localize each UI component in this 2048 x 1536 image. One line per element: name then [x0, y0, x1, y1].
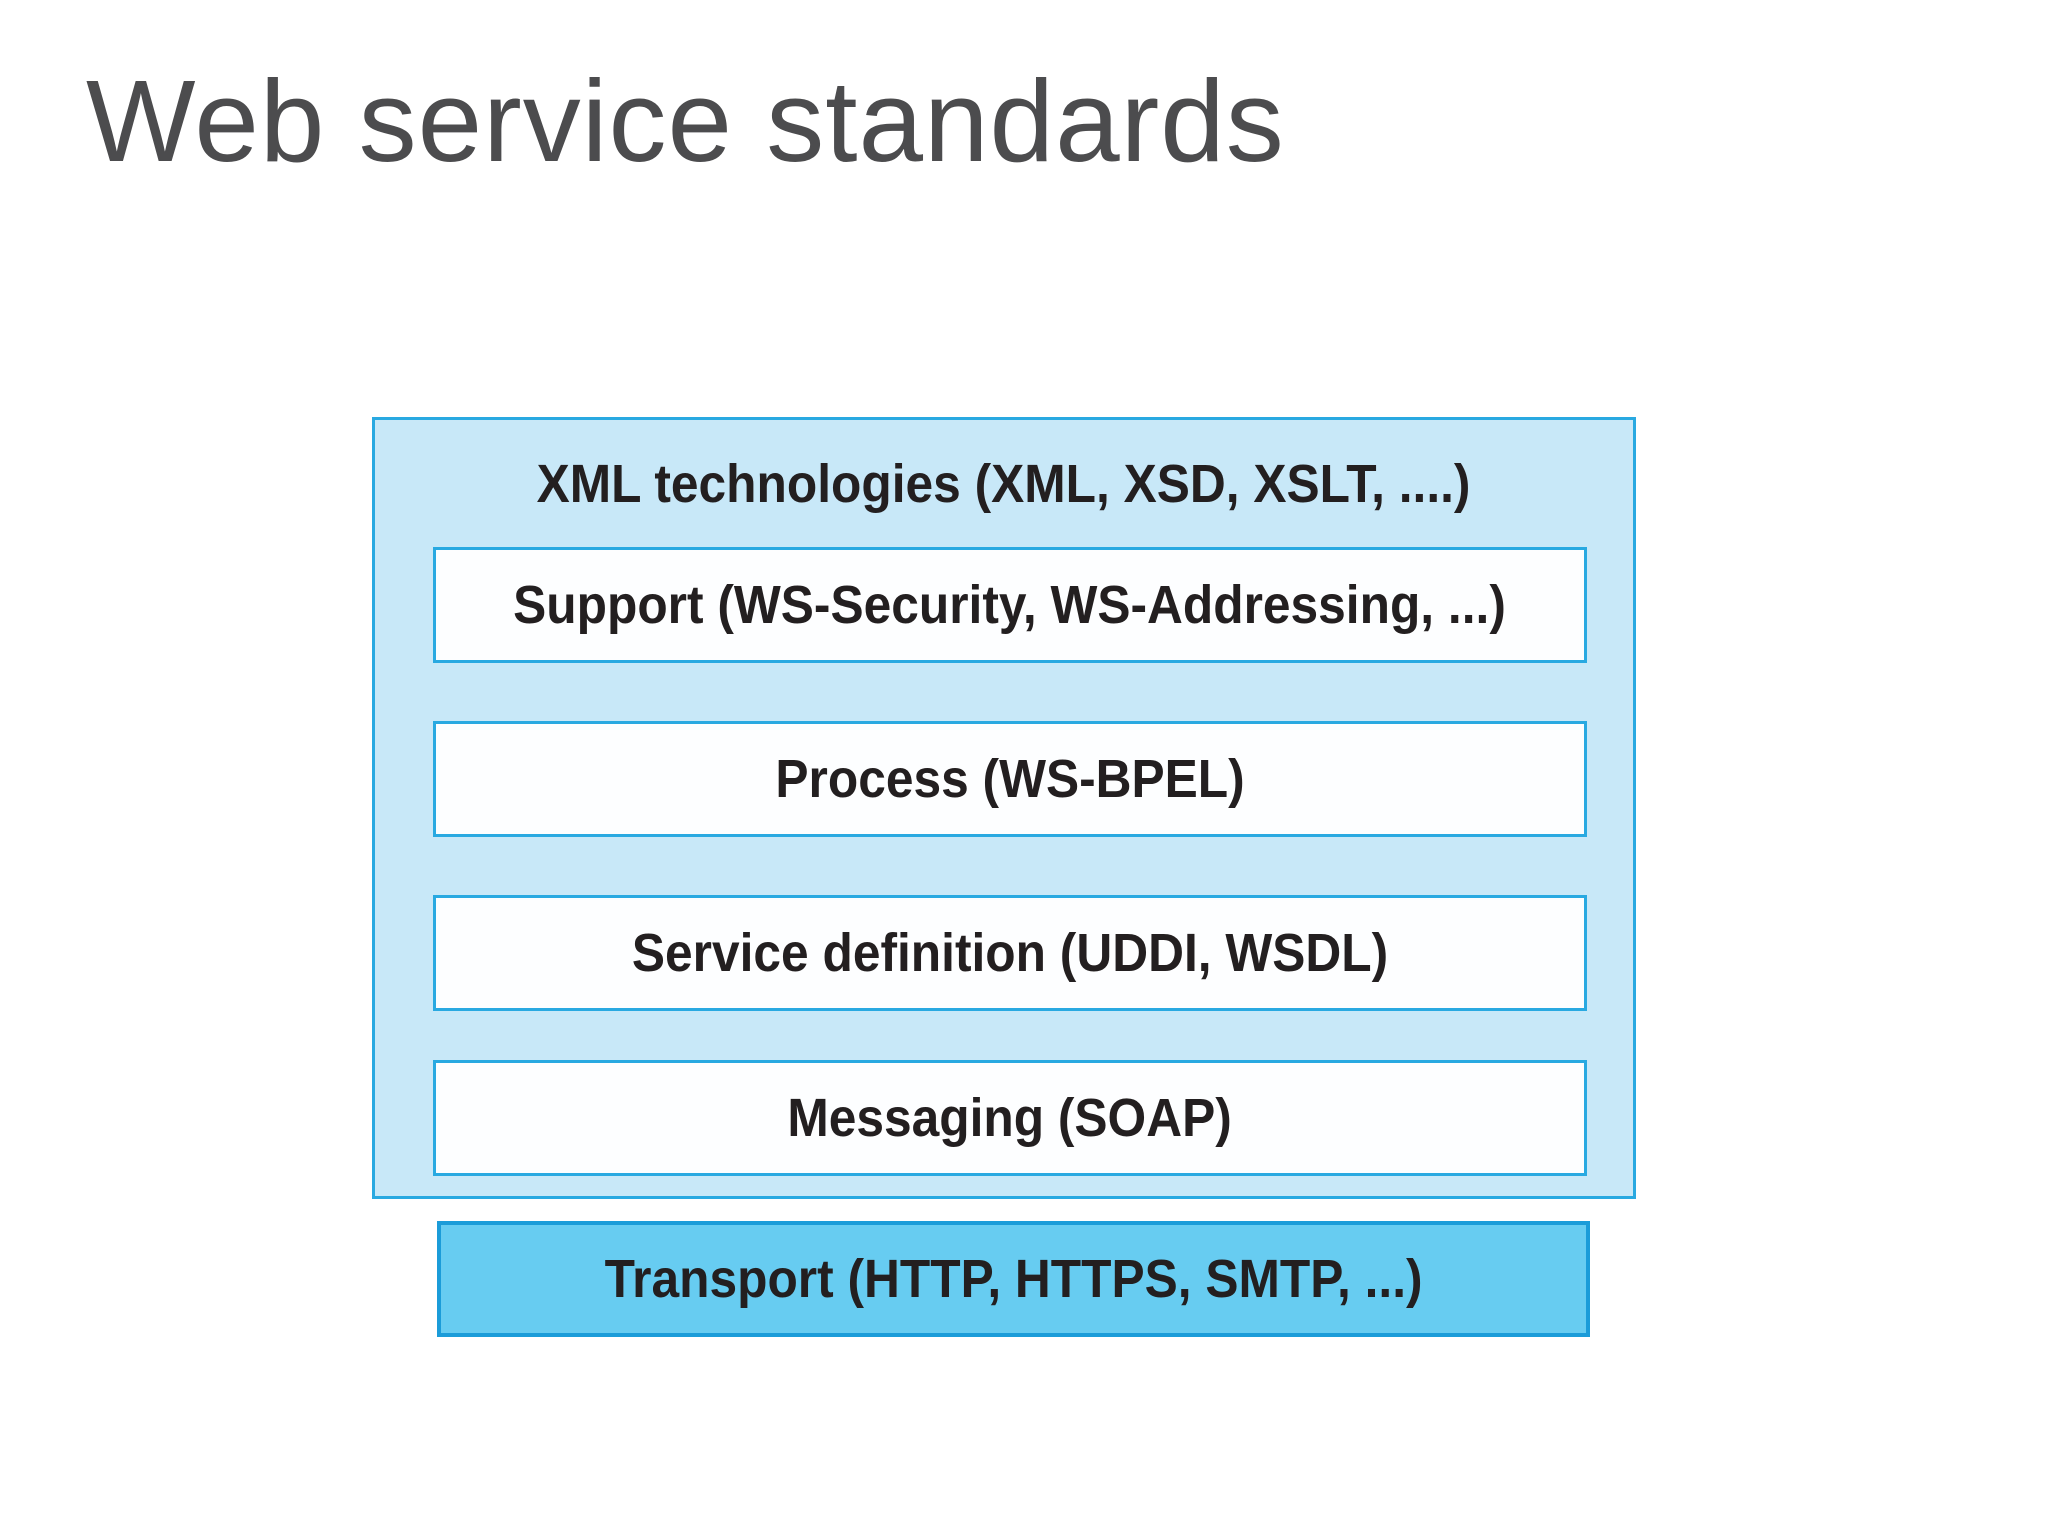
page-title: Web service standards [86, 56, 1285, 186]
layer-process-label: Process (WS-BPEL) [775, 749, 1245, 809]
xml-technologies-stack-box: XML technologies (XML, XSD, XSLT, ....) … [372, 417, 1636, 1199]
xml-technologies-label: XML technologies (XML, XSD, XSLT, ....) [537, 453, 1471, 514]
layer-service-definition-label: Service definition (UDDI, WSDL) [631, 923, 1389, 983]
layer-process: Process (WS-BPEL) [433, 721, 1587, 837]
layer-support: Support (WS-Security, WS-Addressing, ...… [433, 547, 1587, 663]
layer-service-definition: Service definition (UDDI, WSDL) [433, 895, 1587, 1011]
transport-box: Transport (HTTP, HTTPS, SMTP, ...) [437, 1221, 1590, 1337]
xml-technologies-header: XML technologies (XML, XSD, XSLT, ....) [375, 420, 1633, 547]
transport-label: Transport (HTTP, HTTPS, SMTP, ...) [604, 1249, 1423, 1309]
layer-messaging: Messaging (SOAP) [433, 1060, 1587, 1176]
layer-support-label: Support (WS-Security, WS-Addressing, ...… [513, 575, 1507, 635]
layer-messaging-label: Messaging (SOAP) [787, 1088, 1233, 1148]
